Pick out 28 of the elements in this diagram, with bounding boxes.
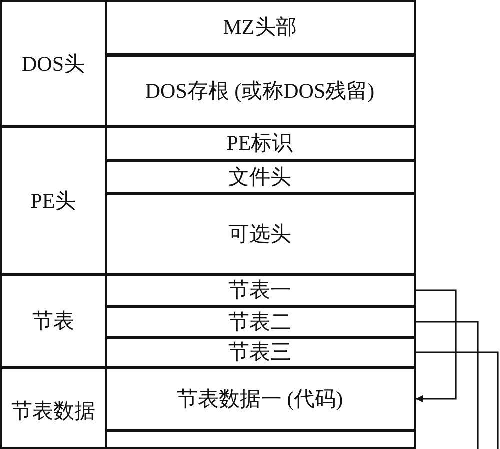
table-cell bbox=[104, 306, 416, 338]
table-cell bbox=[104, 126, 416, 160]
cell-label: 节表三 bbox=[228, 339, 292, 366]
cell-label: 节表数据一 (代码) bbox=[176, 386, 344, 412]
section-label: PE头 bbox=[30, 188, 78, 214]
empty-cell bbox=[104, 430, 416, 448]
cell-label: 可选头 bbox=[228, 220, 292, 248]
section-label: 节表 bbox=[32, 308, 76, 335]
cell-label: DOS存根 (或称DOS残留) bbox=[145, 78, 375, 104]
section-label: 节表数据 bbox=[10, 398, 96, 425]
arrow bbox=[416, 290, 457, 402]
cell-label: 节表一 bbox=[228, 277, 292, 304]
section-box bbox=[0, 126, 416, 275]
table-cell bbox=[104, 0, 416, 54]
section-box bbox=[0, 367, 416, 449]
section-box bbox=[0, 0, 416, 127]
cell-label: PE标识 bbox=[226, 130, 294, 157]
section-label: DOS头 bbox=[20, 50, 86, 78]
cell-label: 节表二 bbox=[228, 308, 292, 336]
table-cell bbox=[104, 160, 416, 194]
table-cell bbox=[104, 192, 416, 274]
table-cell bbox=[104, 274, 416, 306]
cell-label: 文件头 bbox=[228, 164, 292, 190]
table-cell bbox=[104, 54, 416, 126]
table-cell bbox=[104, 336, 416, 368]
table-cell bbox=[104, 366, 416, 430]
cell-label: MZ头部 bbox=[223, 14, 297, 41]
section-box bbox=[0, 274, 416, 368]
